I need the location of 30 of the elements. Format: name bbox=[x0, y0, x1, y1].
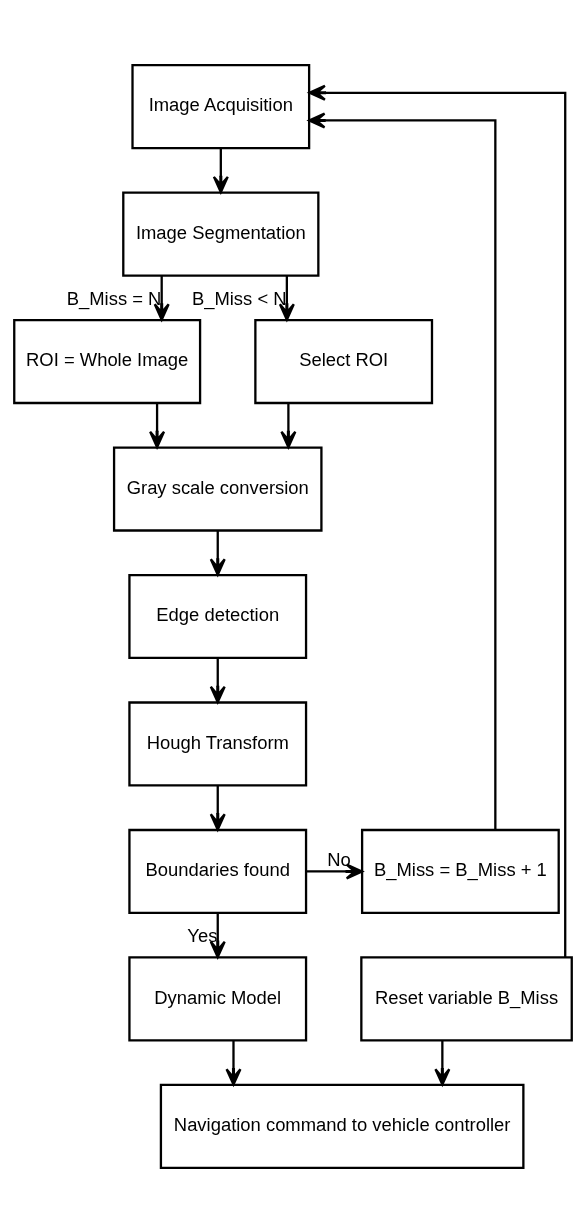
node-box: Image Segmentation bbox=[122, 190, 320, 277]
arrow bbox=[149, 402, 166, 448]
arrow bbox=[434, 1040, 451, 1086]
arrow bbox=[212, 147, 229, 193]
node-box: Gray scale conversion bbox=[112, 445, 323, 532]
node-box: Reset variable B_Miss bbox=[360, 955, 573, 1042]
edge-label: Yes bbox=[187, 924, 218, 946]
arrow bbox=[225, 1040, 242, 1086]
node-box: Hough Transform bbox=[128, 700, 308, 787]
node-box: Dynamic Model bbox=[128, 955, 308, 1042]
arrow bbox=[280, 402, 297, 448]
node-box: Image Acquisition bbox=[131, 63, 311, 149]
edge-label: B_Miss = N bbox=[66, 287, 162, 309]
arrow bbox=[209, 912, 226, 958]
node-box: Edge detection bbox=[128, 573, 308, 659]
arrow bbox=[308, 84, 567, 957]
arrow bbox=[306, 862, 364, 879]
arrow bbox=[209, 785, 226, 831]
node-box: Select ROI bbox=[254, 318, 434, 404]
node-box: B_Miss = B_Miss + 1 bbox=[360, 828, 560, 914]
arrow bbox=[153, 275, 170, 321]
node-box: ROI = Whole Image bbox=[13, 318, 202, 404]
arrow bbox=[278, 275, 295, 321]
edge-label: No bbox=[327, 848, 351, 870]
node-box: Navigation command to vehicle controller bbox=[159, 1083, 525, 1169]
arrow bbox=[209, 530, 226, 576]
node-box: Boundaries found bbox=[128, 828, 308, 914]
arrow bbox=[209, 657, 226, 703]
arrow bbox=[308, 111, 497, 829]
edge-label: B_Miss < N bbox=[191, 287, 287, 309]
